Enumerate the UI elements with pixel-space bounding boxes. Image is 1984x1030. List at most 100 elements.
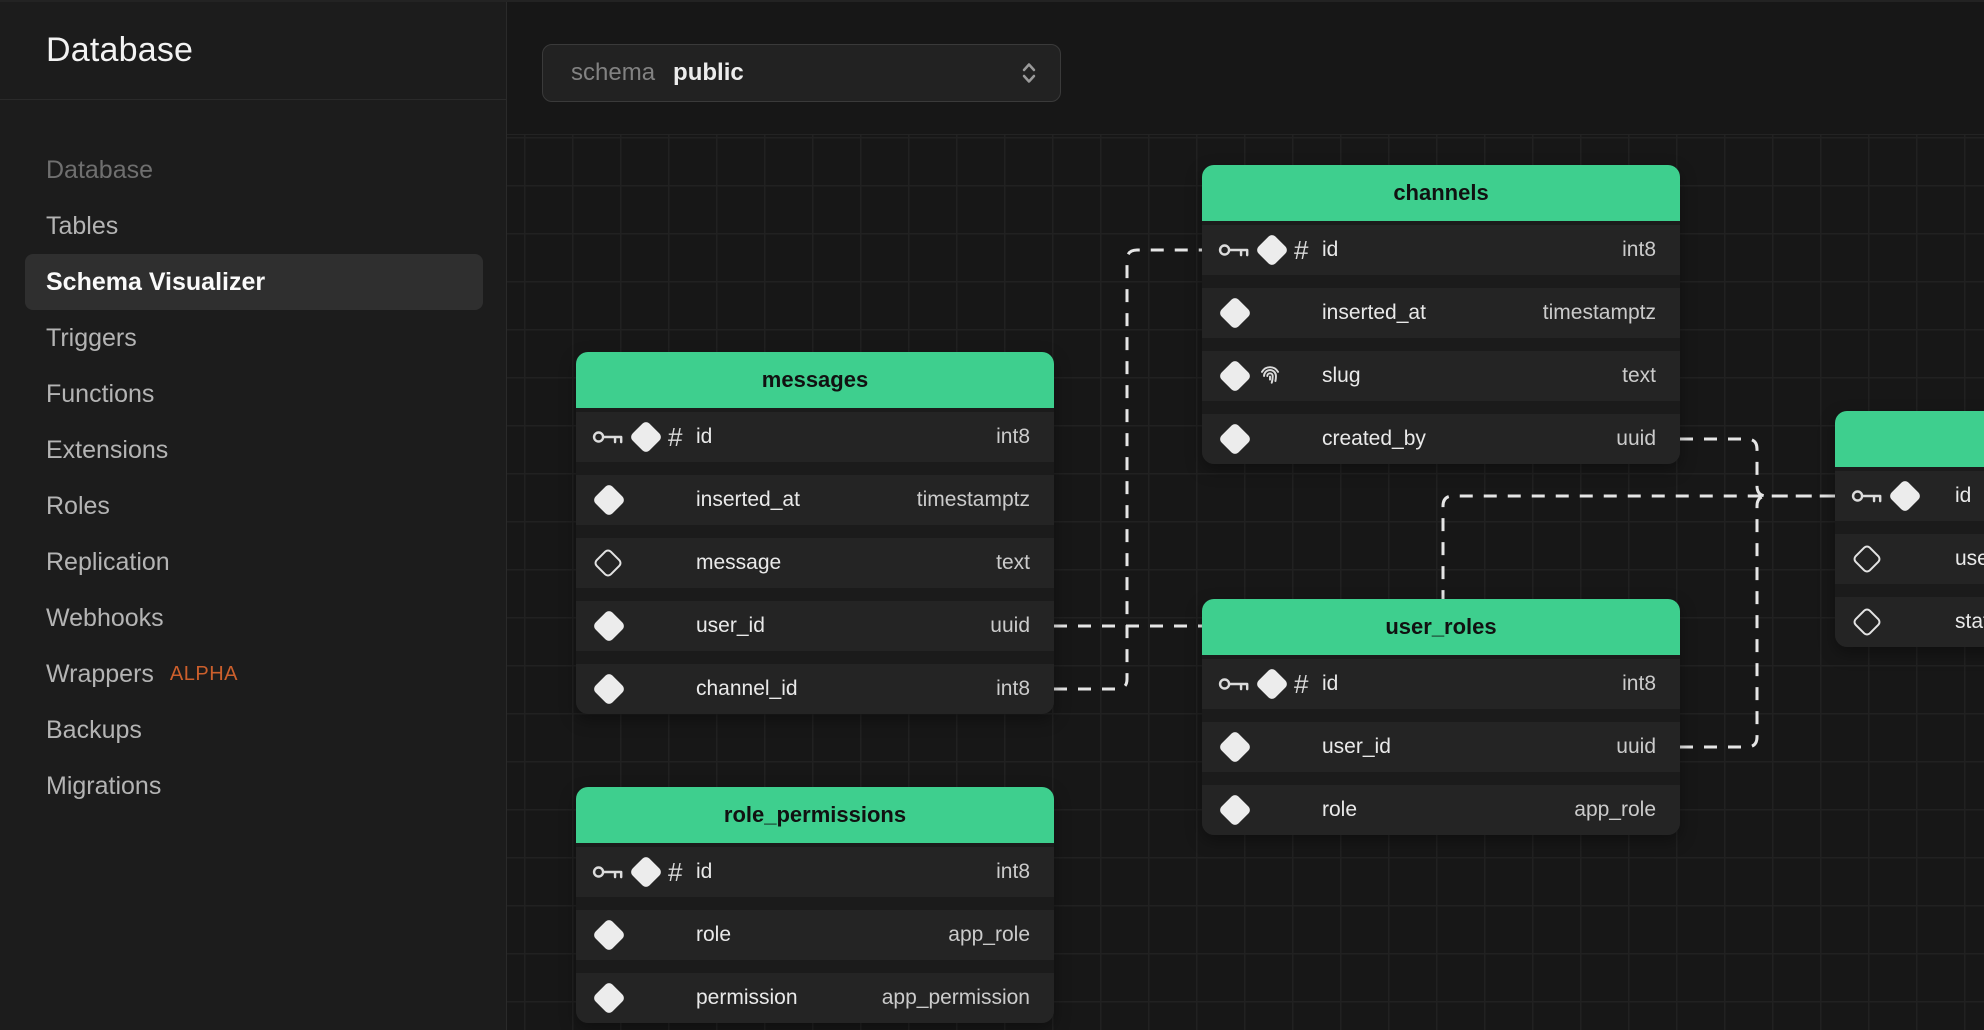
table-node-role-permissions[interactable]: role_permissions # id int8 role [576, 787, 1054, 1023]
sidebar-item-backups[interactable]: Backups [25, 702, 483, 758]
column-type: timestamptz [1543, 301, 1656, 325]
column-name: username [1955, 547, 1984, 571]
column-icons [592, 923, 694, 947]
table-node-channels[interactable]: channels # id int8 inserted_at [1202, 165, 1680, 464]
column-name: id [696, 860, 712, 884]
column-type: app_role [948, 923, 1030, 947]
table-header[interactable]: channels [1202, 165, 1680, 221]
schema-canvas[interactable]: messages # id int8 inserted_at [507, 135, 1984, 1030]
column-row: role app_role [1202, 785, 1680, 835]
not-null-diamond-icon [1255, 667, 1289, 701]
canvas-toolbar: schema public [507, 2, 1984, 135]
column-icons [1218, 301, 1320, 325]
column-row: id [1835, 471, 1984, 521]
unique-fingerprint-icon [1257, 363, 1283, 389]
column-type: int8 [1622, 238, 1656, 262]
column-type: text [996, 551, 1030, 575]
column-name: role [696, 923, 731, 947]
column-row: username [1835, 534, 1984, 584]
column-row: slug text [1202, 351, 1680, 401]
column-icons: # [1218, 235, 1320, 266]
sidebar-item-migrations[interactable]: Migrations [25, 758, 483, 814]
sidebar-item-tables[interactable]: Tables [25, 198, 483, 254]
not-null-diamond-icon [592, 672, 626, 706]
column-icons [1218, 427, 1320, 451]
table-header[interactable] [1835, 411, 1984, 467]
sidebar-item-label: Functions [46, 380, 154, 409]
sidebar-item-webhooks[interactable]: Webhooks [25, 590, 483, 646]
column-type: int8 [996, 425, 1030, 449]
table-header[interactable]: messages [576, 352, 1054, 408]
column-type: uuid [990, 614, 1030, 638]
sidebar-item-roles[interactable]: Roles [25, 478, 483, 534]
sidebar-item-label: Wrappers [46, 660, 154, 689]
page-title: Database [46, 31, 193, 70]
column-icons: # [592, 422, 694, 453]
sidebar-item-schema-visualizer[interactable]: Schema Visualizer [25, 254, 483, 310]
not-null-diamond-icon [629, 420, 663, 454]
sidebar-item-label: Replication [46, 548, 170, 577]
edge-channels-created_by-to-users-id [1680, 439, 1835, 496]
column-row: inserted_at timestamptz [1202, 288, 1680, 338]
column-name: role [1322, 798, 1357, 822]
nullable-diamond-icon [1851, 606, 1882, 637]
table-columns: # id int8 inserted_at timestamptz [1202, 221, 1680, 464]
schema-select-value: public [673, 59, 744, 87]
sidebar-item-label: Triggers [46, 324, 137, 353]
not-null-diamond-icon [592, 918, 626, 952]
nullable-diamond-icon [592, 547, 623, 578]
sidebar-item-triggers[interactable]: Triggers [25, 310, 483, 366]
sidebar-item-label: Webhooks [46, 604, 164, 633]
table-columns: # id int8 role app_role permission app_p… [576, 843, 1054, 1023]
sidebar-item-functions[interactable]: Functions [25, 366, 483, 422]
sidebar-item-extensions[interactable]: Extensions [25, 422, 483, 478]
column-icons: # [1218, 669, 1320, 700]
sidebar-item-database-label: Database [25, 142, 483, 198]
schema-select-label: schema [571, 59, 655, 87]
column-name: id [1322, 672, 1338, 696]
sidebar-header: Database [0, 2, 506, 100]
column-type: text [1622, 364, 1656, 388]
column-name: slug [1322, 364, 1361, 388]
column-icons [1851, 484, 1953, 508]
column-name: permission [696, 986, 798, 1010]
edge-user_roles-user_id-to-users-id [1680, 496, 1835, 747]
column-icons [592, 614, 694, 638]
column-icons [1218, 363, 1320, 389]
column-row: inserted_at timestamptz [576, 475, 1054, 525]
column-name: channel_id [696, 677, 798, 701]
table-title: messages [762, 367, 868, 393]
primary-key-icon [592, 427, 624, 447]
sidebar-item-label: Migrations [46, 772, 161, 801]
alpha-badge: ALPHA [170, 663, 238, 686]
column-type: int8 [1622, 672, 1656, 696]
column-row: user_id uuid [1202, 722, 1680, 772]
column-row: # id int8 [1202, 659, 1680, 709]
schema-select[interactable]: schema public [542, 44, 1061, 102]
sidebar-item-replication[interactable]: Replication [25, 534, 483, 590]
not-null-diamond-icon [1218, 422, 1252, 456]
table-title: user_roles [1385, 614, 1496, 640]
not-null-diamond-icon [592, 981, 626, 1015]
column-row: # id int8 [1202, 225, 1680, 275]
column-icons: # [592, 857, 694, 888]
not-null-diamond-icon [629, 855, 663, 889]
table-header[interactable]: user_roles [1202, 599, 1680, 655]
main-area: schema public messages [507, 2, 1984, 1030]
column-row: status [1835, 597, 1984, 647]
table-node-user-roles[interactable]: user_roles # id int8 user_id [1202, 599, 1680, 835]
column-type: int8 [996, 860, 1030, 884]
column-type: uuid [1616, 735, 1656, 759]
sidebar-item-wrappers[interactable]: Wrappers ALPHA [25, 646, 483, 702]
number-hash-icon: # [1294, 235, 1308, 266]
edge-messages-channel_id-to-channels-id [1054, 250, 1202, 689]
table-header[interactable]: role_permissions [576, 787, 1054, 843]
sidebar-item-label: Extensions [46, 436, 168, 465]
column-row: message text [576, 538, 1054, 588]
table-node-partial[interactable]: id username status [1835, 411, 1984, 647]
column-row: channel_id int8 [576, 664, 1054, 714]
column-row: permission app_permission [576, 973, 1054, 1023]
table-node-messages[interactable]: messages # id int8 inserted_at [576, 352, 1054, 714]
sidebar-nav: Database Tables Schema Visualizer Trigge… [0, 100, 506, 814]
column-row: # id int8 [576, 847, 1054, 897]
